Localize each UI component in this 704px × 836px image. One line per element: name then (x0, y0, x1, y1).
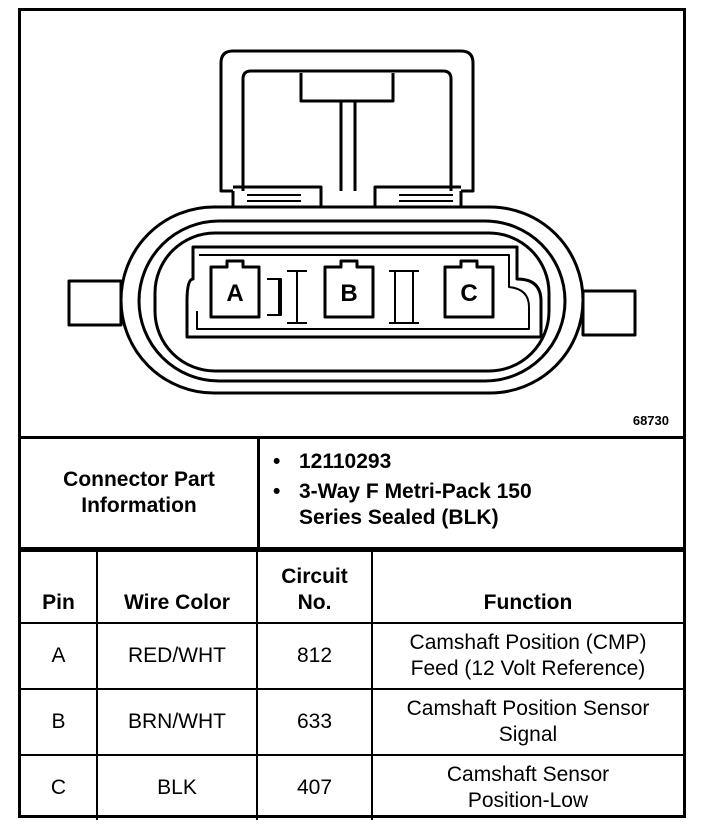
connector-type-line2: Series Sealed (BLK) (299, 506, 499, 529)
header-circuit-line2: No. (297, 591, 332, 614)
wire-color-cell: RED/WHT (96, 622, 258, 690)
connector-info-label-line1: Connector Part (63, 468, 215, 491)
cavity-label-c: C (460, 280, 477, 307)
part-number-bullet: • 12110293 (273, 449, 673, 475)
header-wire-color: Wire Color (96, 550, 258, 624)
connector-info-bullets: • 12110293 • 3-Way F Metri-Pack 150 Seri… (273, 449, 673, 535)
connector-latch (219, 49, 475, 193)
connector-info-label-line2: Information (81, 494, 197, 517)
function-cell: Camshaft Position Sensor Signal (371, 688, 683, 756)
function-line2: Feed (12 Volt Reference) (410, 657, 646, 680)
connector-type-bullet: • 3-Way F Metri-Pack 150 Series Sealed (… (273, 479, 673, 531)
circuit-cell: 812 (256, 622, 373, 690)
function-cell: Camshaft Sensor Position-Low (371, 754, 683, 820)
table-row: C BLK 407 Camshaft Sensor Position-Low (21, 754, 683, 820)
header-circuit: Circuit No. (256, 550, 373, 624)
right-ear (581, 289, 637, 337)
connector-shell-inner (137, 219, 567, 383)
left-ear (67, 279, 123, 327)
connector-info-label: Connector Part Information (21, 439, 260, 547)
figure-number: 68730 (632, 413, 669, 428)
cavity-label-a: A (226, 280, 243, 307)
cavity-label-b: B (340, 280, 357, 307)
function-line1: Camshaft Position (CMP) (409, 631, 647, 654)
diagram-frame: A B C 68730 Connector Part Information •… (18, 8, 686, 820)
connector-info-row: Connector Part Information • 12110293 • … (21, 439, 683, 550)
connector-type-line1: 3-Way F Metri-Pack 150 (299, 480, 532, 503)
pin-cell: A (21, 622, 98, 690)
table-row: A RED/WHT 812 Camshaft Position (CMP) Fe… (21, 622, 683, 690)
wire-color-cell: BLK (96, 754, 258, 820)
function-line1: Camshaft Sensor (446, 763, 610, 786)
divider-ab (267, 270, 307, 324)
pinout-table: Pin Wire Color Circuit No. Function A RE… (21, 550, 683, 820)
circuit-cell: 633 (256, 688, 373, 756)
bullet-glyph: • (273, 450, 281, 473)
function-cell: Camshaft Position (CMP) Feed (12 Volt Re… (371, 622, 683, 690)
bullet-glyph: • (273, 480, 281, 503)
connector-drawing: A B C 68730 (21, 11, 683, 439)
pin-cell: C (21, 754, 98, 820)
circuit-cell: 407 (256, 754, 373, 820)
function-line1: Camshaft Position Sensor (406, 697, 650, 720)
table-header-row: Pin Wire Color Circuit No. Function (21, 550, 683, 624)
header-function: Function (371, 550, 683, 624)
connector-face-view: A B C (67, 49, 637, 395)
pin-cell: B (21, 688, 98, 756)
cavity-a (209, 259, 261, 319)
header-pin: Pin (21, 550, 98, 624)
connector-shell-outer (119, 205, 585, 395)
function-line2: Signal (498, 723, 558, 746)
divider-bc (389, 270, 419, 324)
table-row: B BRN/WHT 633 Camshaft Position Sensor S… (21, 688, 683, 756)
latch-tab (299, 73, 395, 191)
header-circuit-line1: Circuit (281, 565, 348, 588)
cavity-b (323, 259, 375, 319)
cavity-c (443, 259, 495, 319)
seal-ring (153, 231, 551, 373)
terminal-face (185, 245, 543, 339)
function-line2: Position-Low (467, 789, 589, 812)
part-number: 12110293 (299, 450, 392, 473)
wire-color-cell: BRN/WHT (96, 688, 258, 756)
